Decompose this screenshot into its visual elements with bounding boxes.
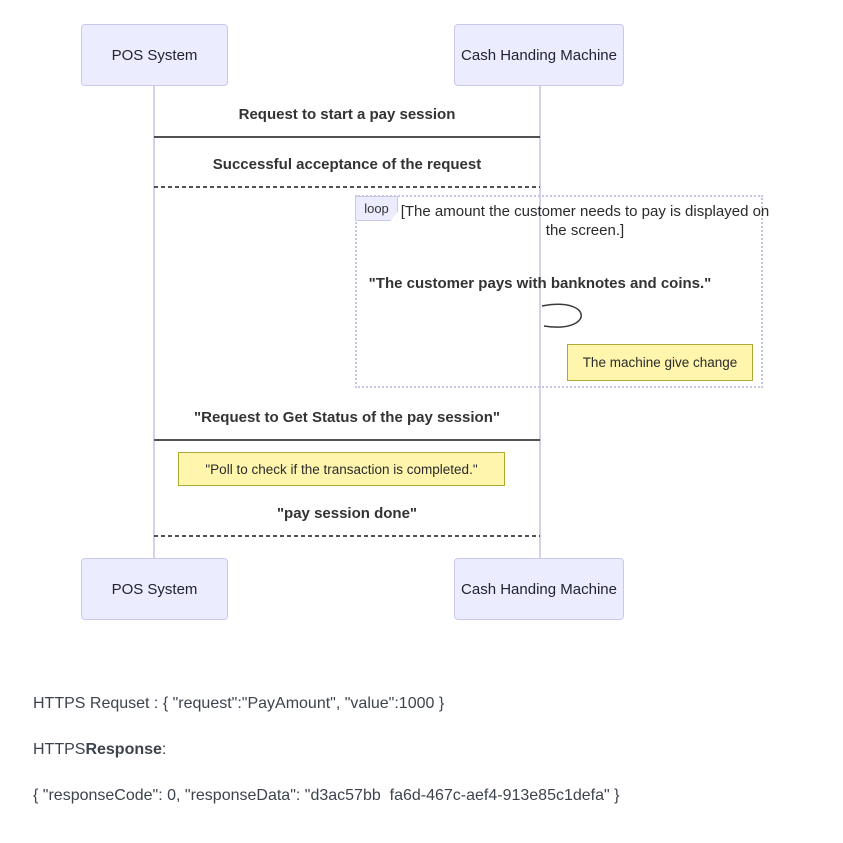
loop-condition: [The amount the customer needs to pay is…: [380, 202, 790, 240]
message-session-done-label: "pay session done": [276, 505, 418, 522]
loop-condition-line2: the screen.]: [545, 222, 625, 239]
lifeline-cash-machine: [539, 86, 541, 558]
http-response-prefix: HTTPS: [33, 741, 86, 758]
actor-label: Cash Handing Machine: [461, 580, 617, 598]
loop-frame: [355, 195, 763, 388]
message-get-status-label: "Request to Get Status of the pay sessio…: [194, 409, 500, 426]
actor-bottom-cash-machine: Cash Handing Machine: [454, 558, 624, 620]
http-response-body: { "responseCode": 0, "responseData": "d3…: [33, 787, 620, 804]
loop-condition-line1: [The amount the customer needs to pay is…: [400, 203, 770, 220]
actor-top-cash-machine: Cash Handing Machine: [454, 24, 624, 86]
actor-label: POS System: [111, 46, 198, 64]
actor-top-pos-system: POS System: [81, 24, 228, 86]
http-response-label: HTTPSResponse:: [33, 741, 166, 759]
message-accept-label: Successful acceptance of the request: [212, 156, 482, 173]
message-self-pay-label: "The customer pays with banknotes and co…: [368, 275, 712, 292]
note-text: The machine give change: [582, 355, 738, 370]
message-request-start-label: Request to start a pay session: [238, 106, 456, 123]
actor-label: Cash Handing Machine: [461, 46, 617, 64]
http-response-suffix: :: [161, 741, 167, 758]
http-response-bold: Response: [85, 741, 162, 758]
loop-label: loop: [355, 196, 398, 221]
http-request-line: HTTPS Requset : { "request":"PayAmount",…: [33, 695, 445, 712]
lifeline-pos-system: [153, 86, 155, 558]
note-machine-give-change: The machine give change: [567, 344, 753, 381]
note-poll-check: "Poll to check if the transaction is com…: [178, 452, 505, 486]
note-text: "Poll to check if the transaction is com…: [205, 461, 478, 477]
actor-label: POS System: [111, 580, 198, 598]
actor-bottom-pos-system: POS System: [81, 558, 228, 620]
